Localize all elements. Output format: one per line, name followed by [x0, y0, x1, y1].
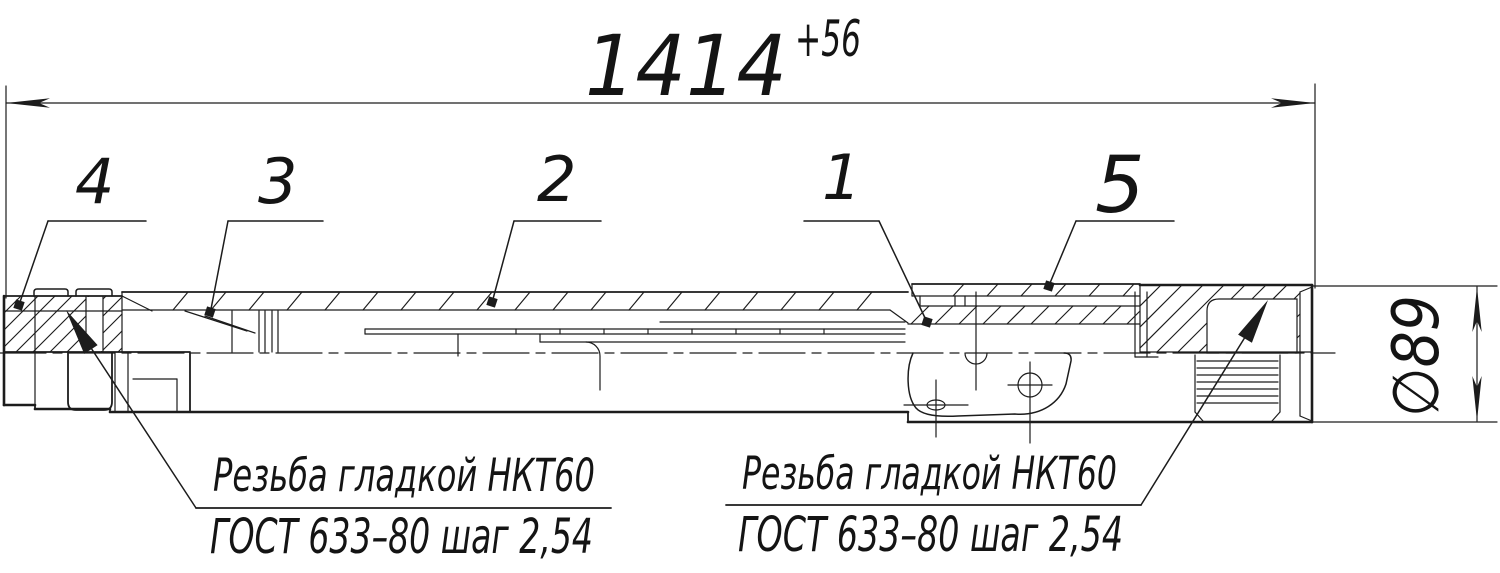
- callout-3-marker: [204, 306, 216, 318]
- length-dimension: 1414 +56: [5, 10, 1316, 299]
- diameter-dimension: ∅89: [1311, 285, 1498, 423]
- thread-zone: [1194, 354, 1281, 422]
- lower-block: [67, 352, 113, 411]
- thread-note-right-line2: ГОСТ 633–80 шаг 2,54: [738, 507, 1123, 563]
- callout-2: 2: [486, 143, 602, 308]
- thread-note-left-line2: ГОСТ 633–80 шаг 2,54: [210, 509, 593, 565]
- pipe-wall: [121, 291, 909, 324]
- annotation-arrow-right-icon: [1238, 300, 1268, 343]
- thread-annotation-right: Резьба гладкой НКТ60 ГОСТ 633–80 шаг 2,5…: [725, 300, 1268, 563]
- pipe-end-section: [907, 305, 1141, 325]
- callout-3-label: 3: [258, 145, 297, 218]
- left-coupling: [2, 288, 279, 413]
- length-tolerance: +56: [795, 10, 861, 68]
- callout-1-label: 1: [822, 141, 861, 214]
- thread-annotation-left: Резьба гладкой НКТ60 ГОСТ 633–80 шаг 2,5…: [66, 310, 612, 565]
- inner-mandrel: [364, 321, 906, 391]
- thread-note-left-line1: Резьба гладкой НКТ60: [213, 449, 595, 502]
- length-value: 1414: [585, 17, 787, 115]
- callout-4: 4: [13, 145, 147, 311]
- dia-arrow-up-icon: [1472, 287, 1482, 332]
- assembly-section-view: [0, 283, 1336, 444]
- latch-housing: [903, 291, 1159, 444]
- upper-sleeve: [911, 283, 1141, 307]
- dia-arrow-down-icon: [1472, 376, 1482, 421]
- diameter-value: ∅89: [1380, 295, 1454, 417]
- callout-4-marker: [13, 299, 25, 311]
- callout-2-marker: [486, 296, 498, 308]
- callout-4-label: 4: [75, 145, 114, 218]
- callout-5: 5: [1043, 141, 1175, 292]
- thread-note-right-line1: Резьба гладкой НКТ60: [742, 447, 1117, 500]
- dimension-arrow-right-icon: [1271, 98, 1315, 108]
- callout-1: 1: [803, 141, 933, 328]
- bottom-outline: [108, 410, 1314, 424]
- callout-3: 3: [204, 145, 324, 318]
- callout-1-marker: [921, 316, 933, 328]
- collar-bump: [33, 288, 69, 297]
- callout-2-label: 2: [537, 143, 576, 216]
- part-callouts: 4 3 2 1 5: [13, 141, 1175, 328]
- callout-5-label: 5: [1095, 141, 1145, 231]
- callout-5-marker: [1043, 280, 1055, 292]
- annotation-arrow-left-icon: [66, 310, 98, 354]
- dimension-arrow-left-icon: [6, 98, 50, 108]
- collar-bump: [75, 288, 113, 297]
